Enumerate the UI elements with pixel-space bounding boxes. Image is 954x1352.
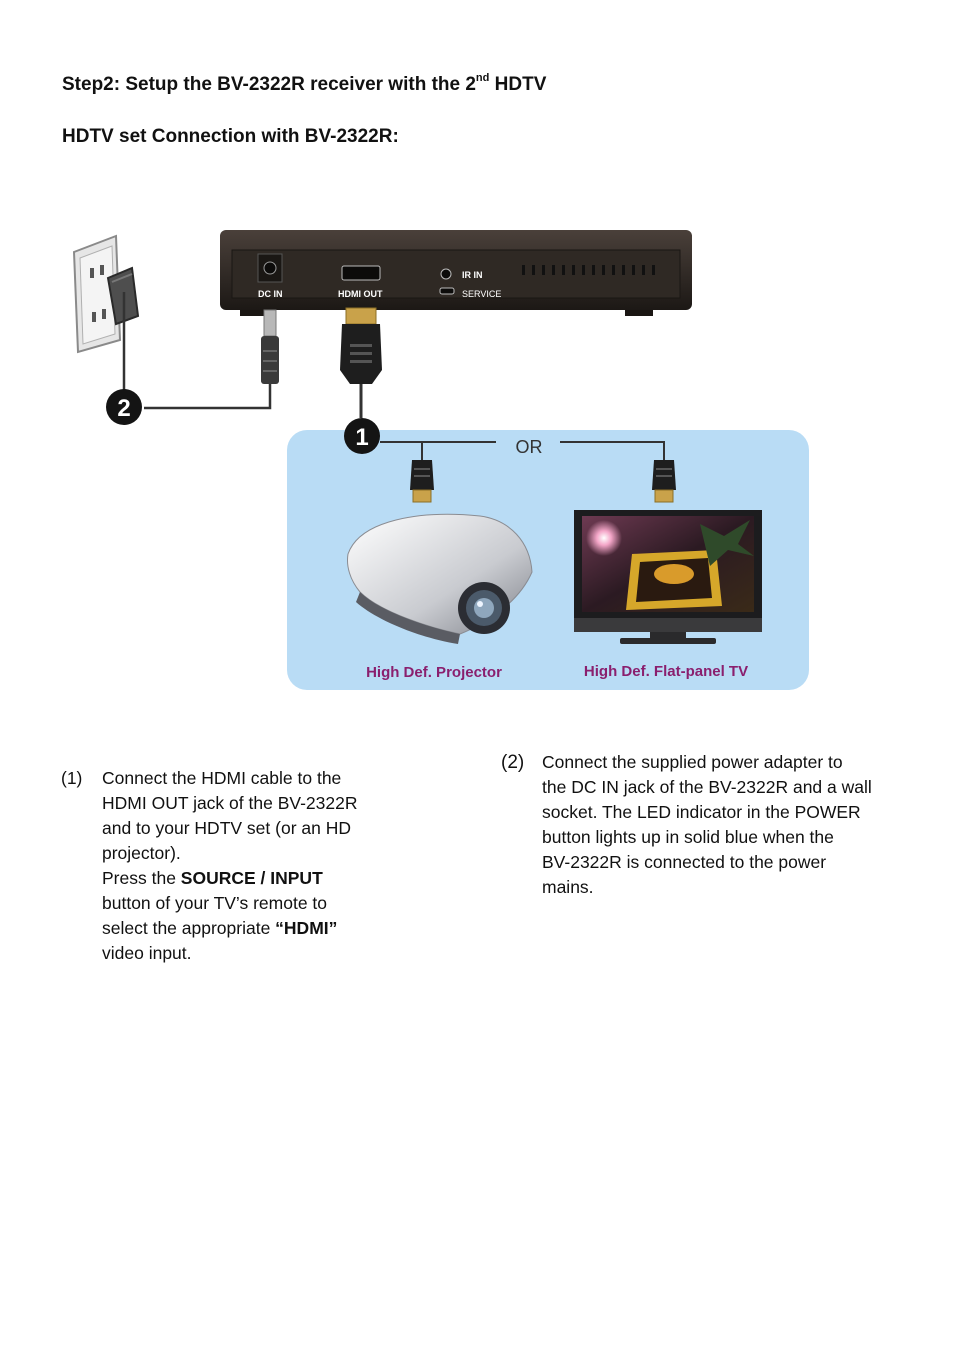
- step-1-instructions: (1) Connect the HDMI cable to the HDMI O…: [61, 766, 381, 976]
- step-marker-2: [106, 389, 142, 425]
- step-2-line: socket. The LED indicator in the POWER: [542, 802, 861, 822]
- step-1-number: (1): [61, 768, 83, 788]
- step-2-line: the DC IN jack of the BV-2322R and a wal…: [542, 777, 872, 797]
- hdmi-plug-projector-icon: [410, 460, 434, 503]
- vent-slots: [522, 265, 655, 275]
- step-1-body: Connect the HDMI cable to the HDMI OUT j…: [102, 766, 382, 966]
- projector-icon: [347, 513, 533, 644]
- step-1-line: projector).: [102, 843, 181, 863]
- step-2-body: Connect the supplied power adapter to th…: [542, 750, 892, 900]
- step-2-instructions: (2) Connect the supplied power adapter t…: [501, 750, 901, 910]
- step-heading-text: Step2: Setup the BV-2322R receiver with …: [62, 74, 476, 95]
- step-1-line: video input.: [102, 943, 192, 963]
- step-1-line: HDMI OUT jack of the BV-2322R: [102, 793, 358, 813]
- flat-panel-tv-icon: [574, 510, 762, 644]
- hdmi-plug-tv-icon: [652, 460, 676, 503]
- hdmi-plug-icon: [340, 307, 382, 384]
- step-heading: Step2: Setup the BV-2322R receiver with …: [62, 71, 547, 96]
- select-prefix: select the appropriate: [102, 918, 276, 938]
- hdmi-out-label: HDMI OUT: [338, 289, 383, 299]
- step-marker-1-label: 1: [355, 424, 368, 451]
- step-2-number: (2): [501, 752, 525, 773]
- step-heading-superscript: nd: [475, 71, 490, 84]
- step-1-select-line: select the appropriate “HDMI”: [102, 916, 382, 941]
- receiver-back-panel: DC IN HDMI OUT IR IN SERVICE: [220, 230, 692, 316]
- projector-label: High Def. Projector: [366, 664, 502, 681]
- or-label: OR: [516, 437, 543, 457]
- wall-outlet-icon: [72, 234, 140, 354]
- step-marker-1: [344, 418, 380, 454]
- step-2-line: BV-2322R is connected to the power: [542, 852, 827, 872]
- step-1-line: Connect the HDMI cable to the: [102, 768, 342, 788]
- step-1-line: button of your TV’s remote to: [102, 893, 328, 913]
- step-2-line: button lights up in solid blue when the: [542, 827, 834, 847]
- section-heading: HDTV set Connection with BV-2322R:: [62, 126, 399, 147]
- dc-in-label: DC IN: [258, 289, 283, 299]
- connection-diagram: DC IN HDMI OUT IR IN SERVICE 2: [60, 220, 820, 700]
- dc-power-plug-icon: [261, 309, 279, 384]
- service-label: SERVICE: [462, 289, 501, 299]
- step-heading-suffix: HDTV: [489, 74, 547, 95]
- step-1-press-line: Press the SOURCE / INPUT: [102, 866, 382, 891]
- step-marker-2-label: 2: [117, 395, 130, 422]
- press-prefix: Press the: [102, 868, 181, 888]
- ir-in-label: IR IN: [462, 270, 483, 280]
- step-1-line: and to your HDTV set (or an HD: [102, 818, 351, 838]
- step-2-line: Connect the supplied power adapter to: [542, 752, 843, 772]
- step-2-line: mains.: [542, 877, 594, 897]
- source-input-button-name: SOURCE / INPUT: [180, 868, 323, 888]
- tv-label: High Def. Flat-panel TV: [584, 663, 748, 680]
- hdmi-input-name: “HDMI”: [275, 918, 338, 938]
